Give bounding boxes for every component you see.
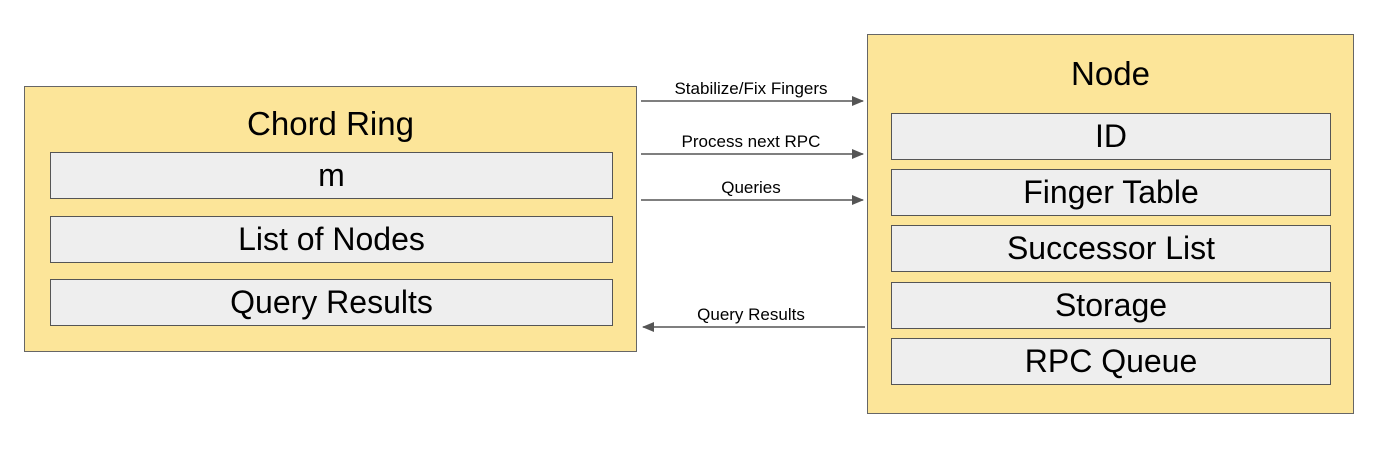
- node-field-finger-table: Finger Table: [891, 169, 1331, 216]
- arrow-label-stabilize-fix-fingers: Stabilize/Fix Fingers: [674, 79, 828, 98]
- chord-ring-field-m: m: [50, 152, 613, 199]
- chord-ring-field-query-results: Query Results: [50, 279, 613, 326]
- node-box: Node ID Finger Table Successor List Stor…: [867, 34, 1354, 414]
- node-field-id: ID: [891, 113, 1331, 160]
- chord-ring-field-list-of-nodes: List of Nodes: [50, 216, 613, 263]
- arrow-label-process-next-rpc: Process next RPC: [681, 132, 821, 151]
- arrow-label-queries: Queries: [721, 178, 781, 197]
- node-field-rpc-queue: RPC Queue: [891, 338, 1331, 385]
- arrow-label-query-results: Query Results: [697, 305, 805, 324]
- chord-ring-title: Chord Ring: [247, 105, 414, 142]
- node-title: Node: [1071, 55, 1150, 92]
- chord-ring-box: Chord Ring m List of Nodes Query Results: [24, 86, 637, 352]
- node-field-successor-list: Successor List: [891, 225, 1331, 272]
- node-field-storage: Storage: [891, 282, 1331, 329]
